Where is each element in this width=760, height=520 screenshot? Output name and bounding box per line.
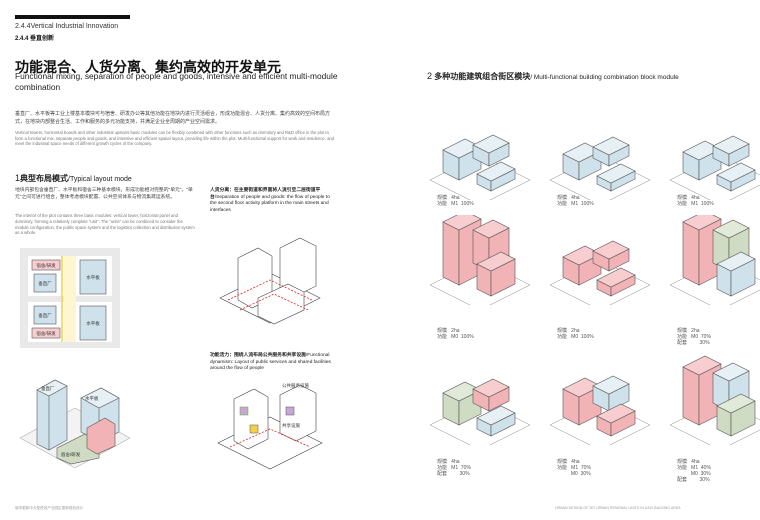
block-module-3-label: 规模 4ha 功能 M1 100% (677, 195, 714, 207)
dynamism-title: 功能活力：围绕人流布局公共服务和共享设施 (210, 353, 306, 358)
typical-desc-cn: 地块内部包含垂直厂、水平板和宿舍三种基本模块，形成功能相对完整的"单元"。"单元… (15, 188, 193, 201)
typical-heading: 1典型布局模式/Typical layout mode (15, 173, 132, 184)
plan-horizontal-label-1: 水平板 (86, 274, 100, 281)
block-3-building-2 (712, 135, 750, 167)
dynamism-diagram: 公共服务设施 共享设施 (217, 382, 323, 470)
footer-left: 城市更新中大型低效产业园区更新规划设计 (15, 506, 84, 510)
separation-diagram (219, 237, 321, 325)
page-subtitle: Functional mixing, separation of people … (15, 71, 338, 92)
separation-caption: 人货分离：在主要街道和界面将人流引至二层街道平台/Separation of p… (210, 188, 335, 214)
plan-dorm-label-1: 宿舍/研发 (36, 262, 56, 269)
block-7-building-2 (472, 378, 510, 412)
block-1-building-2 (472, 134, 510, 167)
block-7-building-1 (442, 381, 482, 426)
block-module-3 (669, 135, 760, 200)
plan-dorm-label-2: 宿舍/研发 (36, 330, 56, 337)
block-module-5 (549, 240, 651, 305)
block-3-building-3 (716, 162, 756, 192)
block-3-building-1 (682, 140, 722, 181)
plan-vertical-label-2: 垂直厂 (38, 312, 52, 319)
axo-horizontal-label: 水平板 (85, 395, 99, 402)
block-module-2 (549, 136, 651, 200)
typical-title-en: /Typical layout mode (68, 176, 132, 183)
block-module-7 (429, 378, 531, 445)
block-module-7-label: 规模 4ha 功能 M1 70% 配套 30% (437, 459, 471, 477)
block-module-4 (429, 215, 531, 305)
block-module-6-label: 规模 2ha 功能 M0 70% 配套 30% (677, 328, 711, 346)
block-module-1-label: 规模 4ha 功能 M1 100% (437, 195, 474, 207)
combination-title-en: / Multi-functional building combination … (530, 74, 679, 81)
separation-title: 人货分离：在主要街道和界面将人流引至二层街道平台 (210, 188, 321, 200)
block-8-building-2 (592, 375, 630, 412)
block-module-8 (549, 375, 651, 445)
intro-text-cn: 垂直厂、水平板等工业上楼基本模块可与宿舍、研发办公等其他功能在地块内进行灵活组合… (15, 111, 331, 125)
block-module-1 (429, 134, 531, 200)
block-module-6 (669, 215, 760, 305)
block-1-building-3 (476, 161, 516, 192)
block-module-8-label: 规模 4ha 功能 M1 70% M0 30% (557, 459, 591, 477)
shared-facility-label: 共享设施 (282, 422, 300, 429)
block-2-building-2 (592, 136, 630, 167)
header-bar (15, 15, 130, 19)
dynamism-desc: /Functional dynamism: Layout of public s… (210, 353, 331, 372)
plan-vertical-label-1: 垂直厂 (38, 280, 52, 287)
block-2-building-3 (596, 163, 636, 192)
page-title: 功能混合、人货分离、集约高效的开发单元 (15, 59, 281, 75)
block-1-building-1 (442, 138, 482, 181)
typical-desc-en: The interior of the plot contains three … (15, 213, 195, 236)
combination-title-cn: 多种功能建筑组合街区模块 (434, 72, 531, 81)
dynamism-caption: 功能活力：围绕人流布局公共服务和共享设施/Functional dynamism… (210, 353, 335, 373)
layout-axo-diagram: 垂直厂 水平板 宿舍/研发 (19, 379, 131, 468)
typical-num: 1 (15, 173, 21, 183)
block-module-4-label: 规模 2ha 功能 M0 100% (437, 328, 474, 340)
axo-vertical-label: 垂直厂 (41, 385, 55, 392)
block-module-5-label: 规模 2ha 功能 M0 100% (557, 328, 594, 340)
footer-right: URBAN DESIGN OF 307 URBAN RENEWAL UNITS … (555, 506, 681, 510)
block-5-building-3 (596, 267, 636, 297)
block-6-building-3 (716, 251, 756, 297)
subsection-label: 2.4.4 垂直创新 (15, 36, 55, 42)
block-9-building-3 (716, 393, 756, 437)
block-6-building-1 (682, 215, 722, 286)
block-module-9 (669, 355, 760, 445)
block-5-building-2 (592, 240, 630, 272)
combination-heading: 2 多种功能建筑组合街区模块/ Multi-functional buildin… (427, 71, 679, 82)
block-7-building-3 (476, 405, 516, 437)
typical-title-cn: 典型布局模式 (20, 174, 69, 183)
plan-horizontal-label-2: 水平板 (86, 320, 100, 327)
axo-dorm-label: 宿舍/研发 (61, 451, 81, 458)
block-module-2-label: 规模 4ha 功能 M1 100% (557, 195, 594, 207)
block-8-building-3 (596, 403, 636, 437)
layout-plan-diagram: 宿舍/研发 垂直厂 水平板 垂直厂 宿舍/研发 水平板 (20, 248, 120, 348)
combination-num: 2 (427, 71, 433, 81)
block-4-building-3 (476, 251, 516, 297)
public-service-label: 公共服务设施 (282, 382, 309, 389)
separation-desc: /Separation of people and goods: the flo… (210, 194, 330, 213)
block-module-9-label: 规模 4ha 功能 M1 40% M0 30% 配套 30% (677, 459, 711, 483)
intro-text-en: Vertical towers, horizontal boards and o… (15, 130, 335, 147)
section-label: 2.4.4Vertical Industrial Innovation (15, 23, 119, 30)
